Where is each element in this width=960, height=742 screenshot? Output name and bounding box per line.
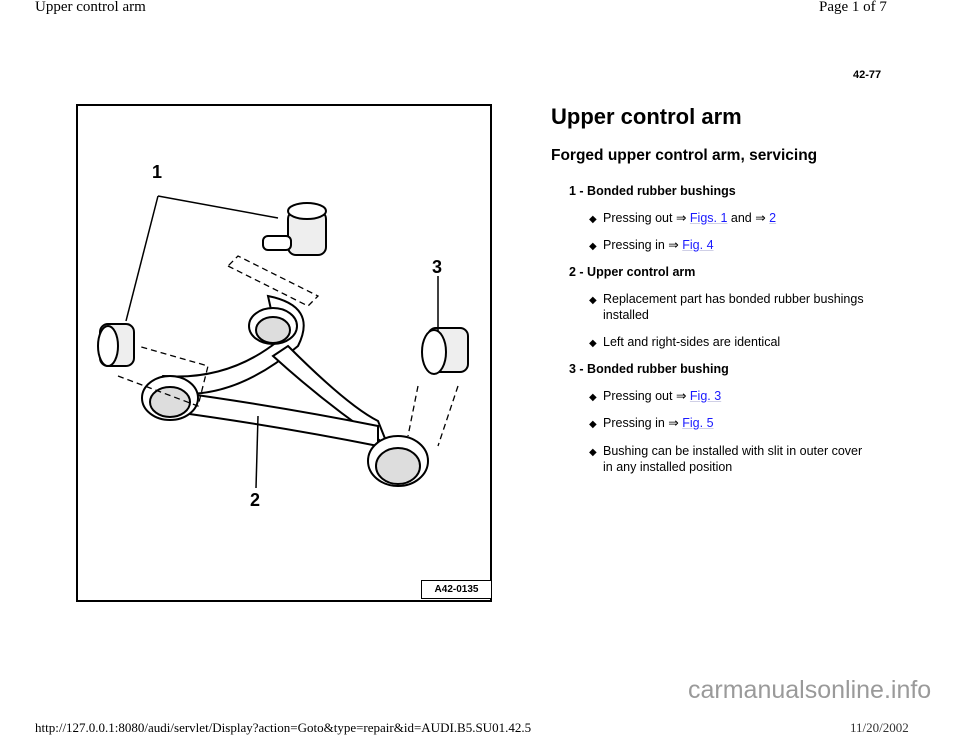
- list-item: ◆ Left and right-sides are identical: [589, 334, 889, 352]
- list-item: ◆ Pressing in ⇒ Fig. 5: [589, 415, 889, 433]
- diamond-bullet-icon: ◆: [589, 241, 597, 252]
- link-figs-1[interactable]: Figs. 1: [689, 211, 728, 225]
- figure-label: A42-0135: [421, 580, 492, 599]
- section-heading: 1 - Bonded rubber bushings: [569, 184, 736, 198]
- link-fig-5[interactable]: Fig. 5: [682, 416, 714, 430]
- page-number: 42-77: [853, 69, 882, 81]
- page-title: Upper control arm: [551, 104, 742, 129]
- list-item: ◆ Bushing can be installed with slit in o…: [589, 443, 889, 474]
- diamond-bullet-icon: ◆: [589, 392, 597, 403]
- callout-3: 3: [432, 257, 442, 277]
- footer-url: http://127.0.0.1:8080/audi/servlet/Displ…: [35, 720, 532, 735]
- callout-1: 1: [152, 162, 162, 182]
- list-item: ◆ Replacement part has bonded rubber bush…: [589, 291, 889, 322]
- item-text: Pressing out ⇒: [603, 211, 690, 225]
- section-heading: 3 - Bonded rubber bushing: [569, 362, 729, 376]
- item-text: Pressing out ⇒: [603, 389, 690, 403]
- diamond-bullet-icon: ◆: [589, 419, 597, 430]
- upper-control-arm-illustration: 1 3 2 A42-0135: [76, 104, 492, 602]
- page-subtitle: Forged upper control arm, servicing: [551, 147, 818, 164]
- section-heading: 2 - Upper control arm: [569, 265, 696, 279]
- item-text: Pressing in ⇒: [603, 416, 683, 430]
- diamond-bullet-icon: ◆: [589, 338, 597, 349]
- watermark: carmanualsonline.info: [688, 676, 932, 704]
- page-indicator: Page 1 of 7: [819, 0, 887, 15]
- diamond-bullet-icon: ◆: [589, 214, 597, 225]
- item-text: Bushing can be installed with slit in ou…: [603, 444, 863, 474]
- list-item: ◆ Pressing in ⇒ Fig. 4: [589, 237, 889, 255]
- link-fig-3[interactable]: Fig. 3: [689, 389, 722, 403]
- item-text: Replacement part has bonded rubber bushi…: [603, 292, 864, 322]
- document-title: Upper control arm: [35, 0, 146, 15]
- list-item: ◆ Pressing out ⇒ Figs. 1 and ⇒ 2: [589, 210, 889, 228]
- diamond-bullet-icon: ◆: [589, 295, 597, 306]
- link-fig-4[interactable]: Fig. 4: [682, 238, 714, 252]
- exploded-view-drawing: 1 3 2: [97, 162, 469, 510]
- item-text: Pressing in ⇒: [603, 238, 683, 252]
- footer-date: 11/20/2002: [850, 720, 909, 735]
- item-text: and ⇒: [727, 211, 770, 225]
- link-fig-2[interactable]: 2: [769, 211, 777, 225]
- callout-2: 2: [250, 490, 260, 510]
- item-text: Left and right-sides are identical: [603, 335, 781, 349]
- diamond-bullet-icon: ◆: [589, 447, 597, 458]
- list-item: ◆ Pressing out ⇒ Fig. 3: [589, 388, 889, 406]
